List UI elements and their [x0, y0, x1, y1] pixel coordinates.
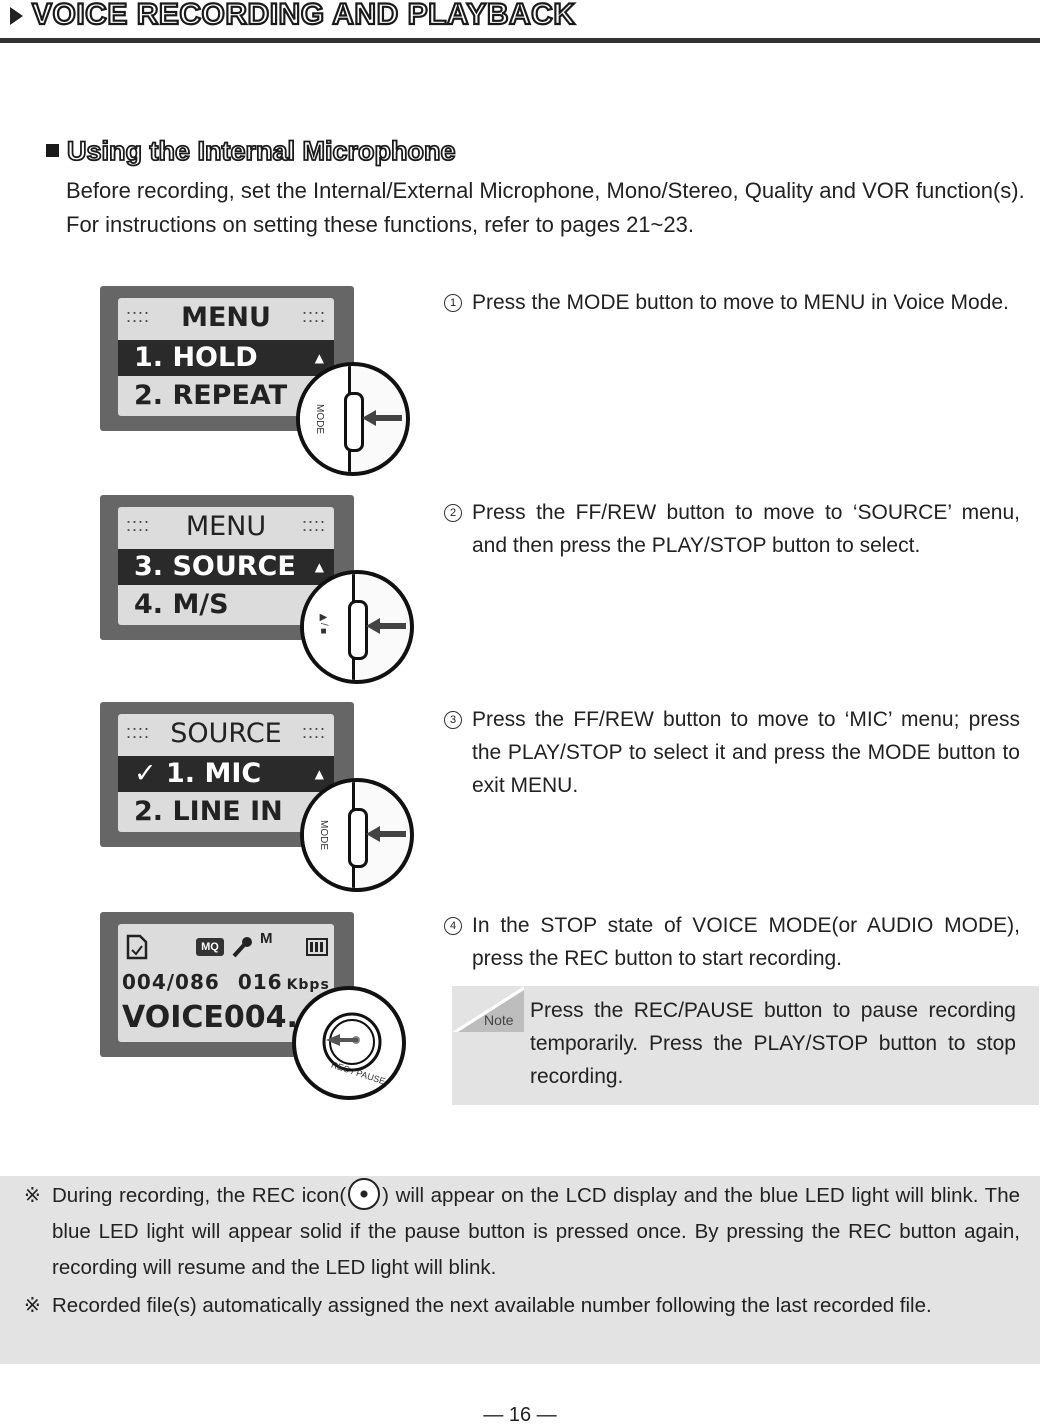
mode-button[interactable] — [348, 808, 368, 868]
button-label: MODE — [314, 404, 325, 434]
step-number: 4 — [444, 917, 462, 935]
step-number: 1 — [444, 294, 462, 312]
device-side — [304, 574, 355, 680]
note-tab: Note — [452, 986, 524, 1032]
battery-icon — [306, 938, 328, 956]
play-stop-button[interactable] — [348, 600, 368, 660]
square-bullet-icon — [46, 144, 59, 157]
quality-badge: MQ — [196, 938, 224, 956]
lcd-line-selected: 3. SOURCE▲ — [118, 549, 334, 585]
lcd-dots: :::: — [126, 306, 151, 326]
mono-stereo-badge: M — [260, 930, 273, 947]
lcd-line-selected: ✓ 1. MIC▲ — [118, 756, 334, 792]
lcd-display: :::: MENU :::: 3. SOURCE▲ 4. M/S — [118, 507, 334, 625]
note-box: Note Press the REC/PAUSE button to pause… — [452, 986, 1039, 1105]
mode-button-callout: MODE — [300, 778, 414, 892]
section-title: Using the Internal Microphone — [46, 135, 456, 167]
step-1: 1 Press the MODE button to move to MENU i… — [444, 286, 1034, 319]
page-number: — 16 — — [483, 1404, 557, 1426]
step-text: Press the FF/REW button to move to ‘SOUR… — [472, 501, 1020, 557]
reference-mark: ※ — [24, 1185, 41, 1207]
lcd-display: :::: SOURCE :::: ✓ 1. MIC▲ 2. LINE IN — [118, 714, 334, 832]
page-header: VOICE RECORDING AND PLAYBACK — [0, 0, 1040, 46]
lcd-header: SOURCE — [170, 718, 282, 749]
voice-file-icon — [126, 934, 148, 960]
step-text: Press the MODE button to move to MENU in… — [472, 291, 1009, 314]
lcd-line: 2. REPEAT — [134, 380, 288, 411]
footnotes: ※ During recording, the REC icon() will … — [0, 1176, 1040, 1364]
section-title-text: Using the Internal Microphone — [66, 135, 456, 167]
press-arrow-icon — [366, 618, 406, 634]
reference-mark: ※ — [24, 1295, 41, 1317]
note-corner-icon — [452, 986, 524, 1032]
button-label: MODE — [318, 820, 329, 850]
mode-button-callout: MODE — [296, 362, 410, 476]
triangle-bullet-icon — [10, 7, 23, 25]
step-text: In the STOP state of VOICE MODE(or AUDIO… — [472, 914, 1020, 970]
step-3: 3 Press the FF/REW button to move to ‘MIC… — [444, 703, 1020, 802]
header-rule — [0, 38, 1040, 43]
lcd-line: 4. M/S — [134, 589, 229, 620]
step-text: Press the FF/REW button to move to ‘MIC’… — [472, 708, 1020, 797]
lcd-screen-menu-hold: :::: MENU :::: 1. HOLD▲ 2. REPEAT — [100, 286, 354, 431]
lcd-dots: :::: — [301, 515, 326, 535]
footnote-2: ※ Recorded file(s) automatically assigne… — [24, 1288, 1020, 1324]
footnote-text: ) will appear on the LCD display and the… — [52, 1184, 1020, 1279]
lcd-display: :::: MENU :::: 1. HOLD▲ 2. REPEAT — [118, 298, 334, 416]
play-stop-button-callout: ▶/■ — [300, 570, 414, 684]
rec-icon — [348, 1178, 381, 1210]
lcd-line: 2. LINE IN — [134, 796, 283, 827]
lcd-dots: :::: — [301, 722, 326, 742]
intro-paragraph: Before recording, set the Internal/Exter… — [66, 178, 1025, 237]
microphone-icon — [232, 937, 252, 958]
footnote-text: Recorded file(s) automatically assigned … — [52, 1294, 932, 1317]
lcd-dots: :::: — [126, 722, 151, 742]
step-number: 2 — [444, 504, 462, 522]
rec-pause-button-callout: REC / PAUSE — [292, 986, 406, 1100]
lcd-dots: :::: — [301, 306, 326, 326]
press-arrow-icon — [362, 410, 402, 426]
step-4: 4 In the STOP state of VOICE MODE(or AUDI… — [444, 909, 1020, 975]
lcd-header: MENU — [185, 511, 267, 542]
lcd-screen-source-mic: :::: SOURCE :::: ✓ 1. MIC▲ 2. LINE IN — [100, 702, 354, 847]
step-2: 2 Press the FF/REW button to move to ‘SOU… — [444, 496, 1020, 562]
lcd-dots: :::: — [126, 515, 151, 535]
lcd-header: MENU — [181, 302, 271, 333]
mode-button[interactable] — [344, 392, 364, 452]
footnote-text: During recording, the REC icon( — [52, 1184, 347, 1207]
lcd-line-selected: 1. HOLD▲ — [118, 340, 334, 376]
note-label: Note — [484, 1012, 514, 1028]
up-arrow-icon: ▲ — [314, 560, 324, 574]
footnote-1: ※ During recording, the REC icon() will … — [24, 1178, 1020, 1286]
button-label: ▶/■ — [318, 612, 329, 637]
up-arrow-icon: ▲ — [314, 767, 324, 781]
up-arrow-icon: ▲ — [314, 351, 324, 365]
lcd-screen-menu-source: :::: MENU :::: 3. SOURCE▲ 4. M/S — [100, 495, 354, 640]
page-title: VOICE RECORDING AND PLAYBACK — [31, 0, 576, 32]
note-text: Press the REC/PAUSE button to pause reco… — [530, 999, 1016, 1088]
press-arrow-icon — [366, 826, 406, 842]
rec-pause-button[interactable] — [296, 990, 402, 1096]
step-number: 3 — [444, 711, 462, 729]
